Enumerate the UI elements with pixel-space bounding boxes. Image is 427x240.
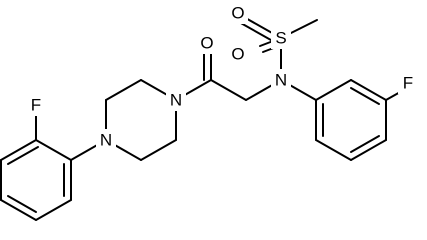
bond-ring-left-2 — [0, 139, 37, 161]
bond-ring-right-2 — [350, 79, 387, 101]
bond-pip-2 — [105, 79, 142, 101]
bond-ring-right-4 — [350, 139, 387, 161]
bond-ring-left-4 — [0, 199, 37, 221]
atom-bg-o-sulfonyl-left — [228, 2, 248, 24]
atom-bg-n-sulfonamide — [271, 69, 291, 91]
bond-ring-right-5 — [315, 139, 352, 161]
atom-o-sulfonyl-bottom: O — [231, 45, 244, 64]
atom-n-piperazine-amide: N — [170, 91, 182, 110]
atom-o-carbonyl: O — [200, 34, 213, 53]
atom-bg-o-sulfonyl-bottom — [228, 43, 248, 65]
atom-bg-f-left-phenyl — [26, 94, 46, 116]
bond-ring-right-1 — [315, 79, 352, 101]
bond-ring-left-5 — [35, 199, 72, 221]
bond-ch2-carbonyl — [210, 79, 247, 101]
atom-n-sulfonamide: N — [275, 71, 287, 90]
atom-bg-f-right-phenyl — [398, 72, 418, 94]
atom-bg-s-sulfonyl — [271, 27, 291, 49]
atom-bg-n-piperazine-amide — [166, 89, 186, 111]
atom-f-left-phenyl: F — [31, 96, 41, 115]
bond-ring-right-inner-2 — [350, 135, 380, 153]
bond-ring-left-1 — [35, 139, 72, 161]
atom-bg-n-piperazine-aryl — [96, 129, 116, 151]
bond-ring-left-inner-1 — [7, 146, 39, 165]
atom-bg-o-carbonyl — [197, 32, 217, 54]
atom-s-sulfonyl: S — [275, 29, 286, 48]
bond-ring-left-inner-2 — [7, 195, 37, 213]
bond-pip-5 — [140, 139, 177, 161]
atom-label-layer: O O S N O N N F F — [26, 2, 418, 151]
atom-f-right-phenyl: F — [403, 74, 413, 93]
bond-ring-right-inner-1 — [350, 87, 380, 105]
molecule-structure: O O S N O N N F F — [0, 2, 418, 221]
atom-n-piperazine-aryl: N — [100, 131, 112, 150]
atom-o-sulfonyl-left: O — [231, 4, 244, 23]
